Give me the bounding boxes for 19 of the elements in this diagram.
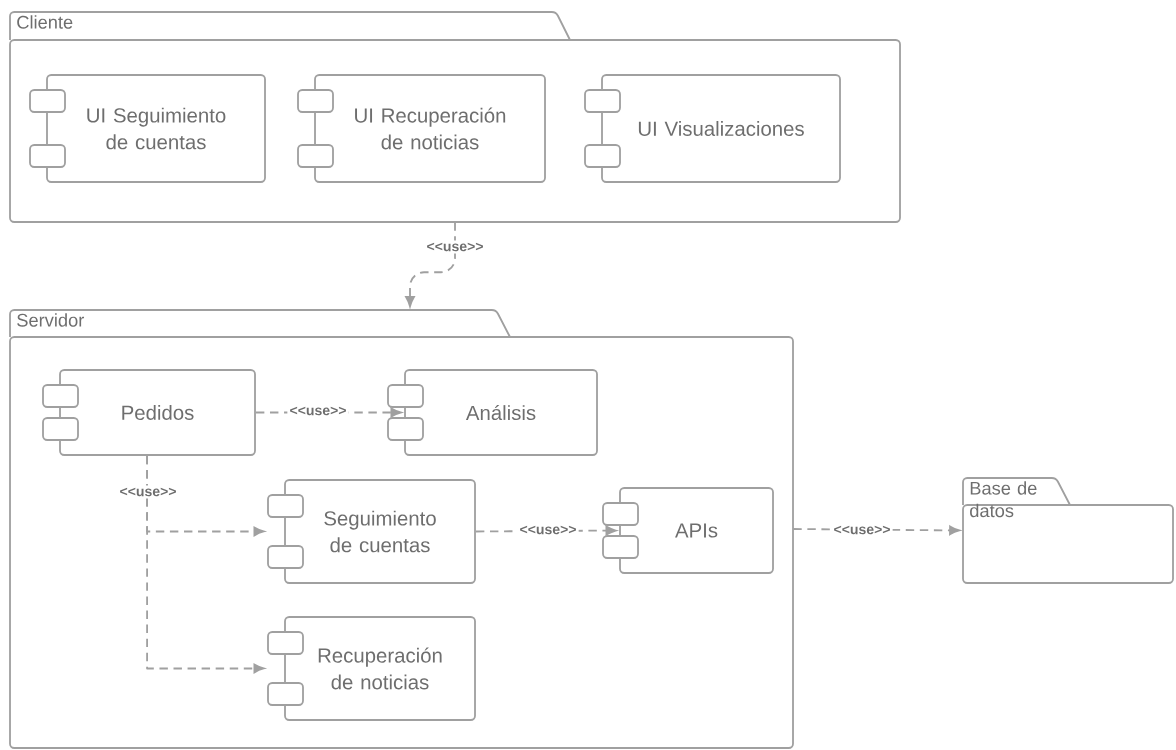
- component-box: Análisis: [387, 369, 598, 456]
- edge-label: <<use>>: [831, 523, 893, 537]
- component-box: APIs: [602, 487, 774, 574]
- node-label: Servidor: [17, 313, 85, 327]
- component-box: Recuperación de noticias: [267, 616, 476, 721]
- dependency-arrow: [146, 455, 265, 674]
- edge-label: <<use>>: [117, 485, 179, 499]
- edge-label: <<use>>: [517, 523, 579, 537]
- edge-label: <<use>>: [287, 404, 349, 418]
- node-label: Cliente: [17, 15, 73, 29]
- component-box: Pedidos: [42, 369, 256, 456]
- dependency-arrow: [405, 221, 456, 308]
- component-box: UI Seguimiento de cuentas: [29, 74, 266, 183]
- edge-label: <<use>>: [424, 240, 486, 254]
- component-box: UI Recuperación de noticias: [297, 74, 546, 183]
- node-label: Base de: [970, 481, 1037, 495]
- package-box: Base de datos: [962, 477, 1174, 584]
- component-box: Seguimiento de cuentas: [267, 479, 476, 584]
- component-box: UI Visualizaciones: [584, 74, 841, 183]
